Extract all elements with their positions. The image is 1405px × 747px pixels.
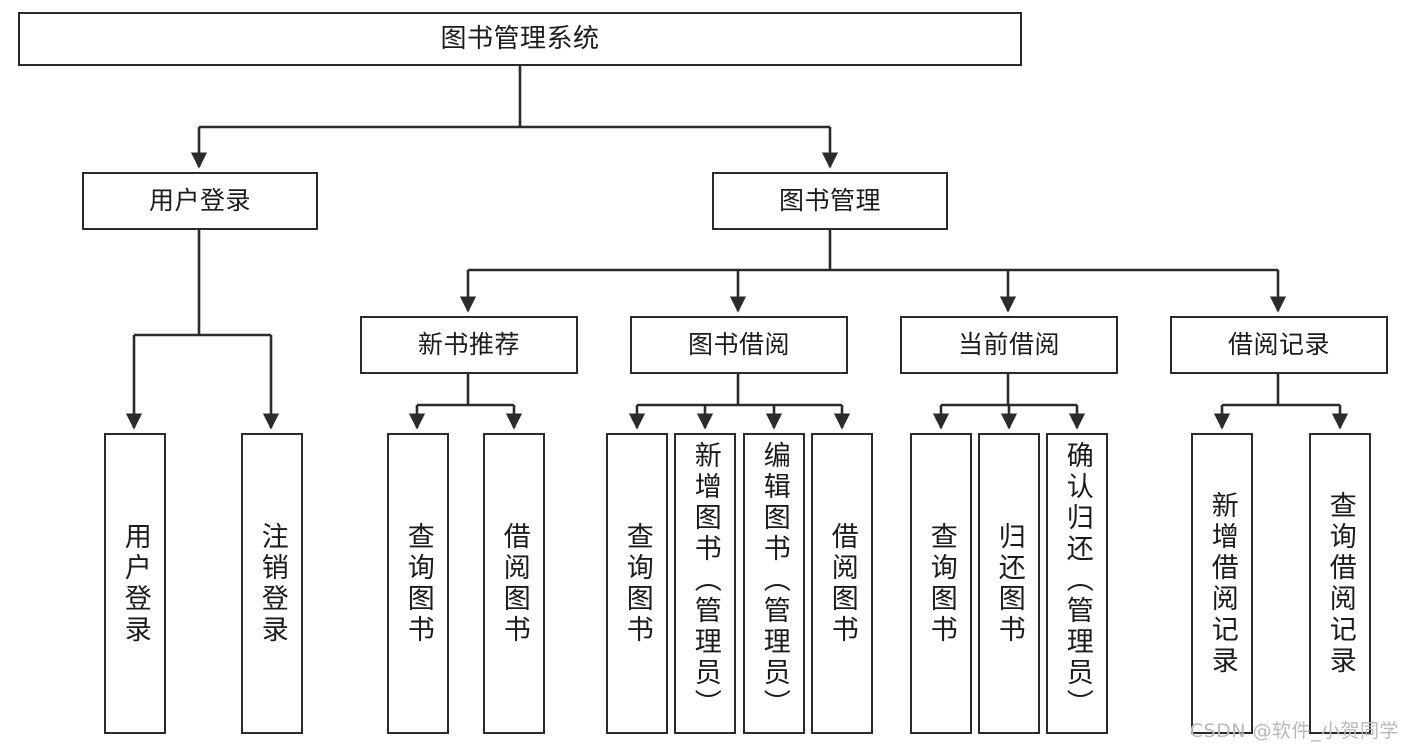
node-root-system[interactable]: 图书管理系统 <box>18 12 1022 66</box>
node-label: 确认归还（管理员） <box>1061 441 1093 720</box>
node-user-login[interactable]: 用户登录 <box>82 172 318 230</box>
node-label: 新书推荐 <box>417 330 520 360</box>
leaf-edit-book-admin[interactable]: 编辑图书（管理员） <box>743 433 805 734</box>
leaf-logout-login[interactable]: 注销登录 <box>241 433 303 734</box>
node-label: 用户登录 <box>119 521 151 646</box>
node-label: 图书管理 <box>778 186 881 216</box>
leaf-query-book-1[interactable]: 查询图书 <box>387 433 449 734</box>
leaf-user-login[interactable]: 用户登录 <box>104 433 166 734</box>
node-label: 注销登录 <box>256 521 288 646</box>
watermark-text: CSDN @软件_小贺同学 <box>1189 720 1399 742</box>
leaf-add-borrow-record[interactable]: 新增借阅记录 <box>1191 433 1253 734</box>
node-label: 查询图书 <box>925 521 957 646</box>
node-label: 当前借阅 <box>957 330 1060 360</box>
node-label: 编辑图书（管理员） <box>758 441 790 720</box>
node-label: 借阅记录 <box>1227 330 1330 360</box>
leaf-borrow-book-1[interactable]: 借阅图书 <box>483 433 545 734</box>
node-label: 新增图书（管理员） <box>689 441 721 720</box>
leaf-query-book-2[interactable]: 查询图书 <box>606 433 668 734</box>
node-label: 借阅图书 <box>826 521 858 646</box>
node-label: 查询图书 <box>402 521 434 646</box>
node-new-book-recommend[interactable]: 新书推荐 <box>360 316 578 374</box>
leaf-confirm-return-admin[interactable]: 确认归还（管理员） <box>1046 433 1108 734</box>
node-label: 新增借阅记录 <box>1206 490 1238 677</box>
node-label: 用户登录 <box>148 186 251 216</box>
node-label: 查询图书 <box>621 521 653 646</box>
leaf-query-borrow-record[interactable]: 查询借阅记录 <box>1309 433 1371 734</box>
node-label: 图书借阅 <box>687 330 790 360</box>
node-label: 借阅图书 <box>498 521 530 646</box>
leaf-return-book[interactable]: 归还图书 <box>978 433 1040 734</box>
node-label: 查询借阅记录 <box>1324 490 1356 677</box>
node-borrow-record[interactable]: 借阅记录 <box>1170 316 1388 374</box>
leaf-add-book-admin[interactable]: 新增图书（管理员） <box>674 433 736 734</box>
leaf-query-book-3[interactable]: 查询图书 <box>910 433 972 734</box>
node-label: 图书管理系统 <box>440 23 600 54</box>
node-book-borrow[interactable]: 图书借阅 <box>630 316 848 374</box>
leaf-borrow-book-2[interactable]: 借阅图书 <box>811 433 873 734</box>
node-current-borrow[interactable]: 当前借阅 <box>900 316 1118 374</box>
node-book-manage[interactable]: 图书管理 <box>712 172 948 230</box>
node-label: 归还图书 <box>993 521 1025 646</box>
